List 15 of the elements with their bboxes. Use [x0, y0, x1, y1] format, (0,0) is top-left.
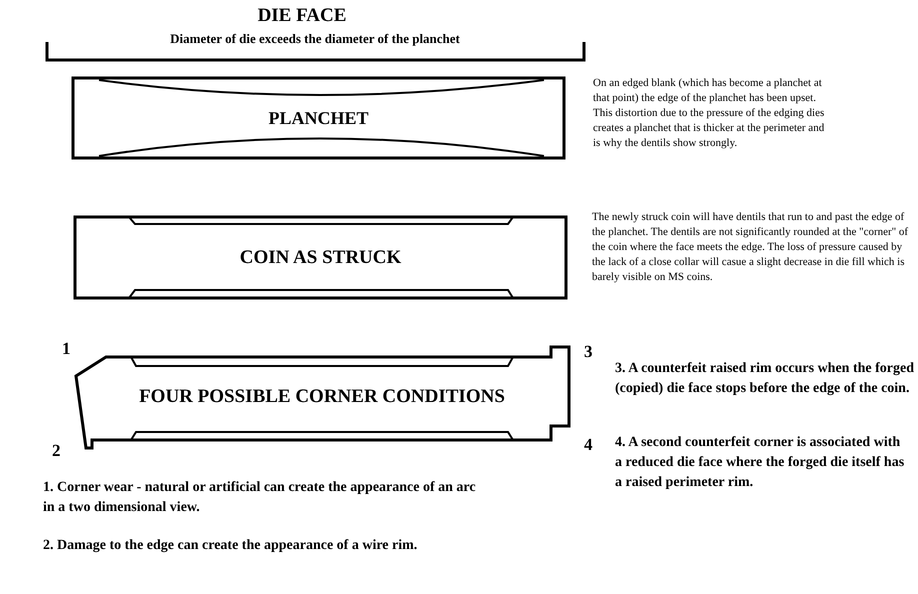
node-label: PLANCHET — [268, 108, 368, 128]
callout-number: 4 — [584, 435, 594, 455]
node-label: FOUR POSSIBLE CORNER CONDITIONS — [139, 386, 505, 408]
callout-number: 2 — [52, 441, 62, 461]
dimension-caption: Diameter of die exceeds the diameter of the planchet — [169, 31, 461, 47]
title: DIE FACE — [256, 5, 348, 27]
note-paragraph: 3. A counterfeit raised rim occurs when the forged (copied) die face stops before the edge of the coin. — [615, 360, 915, 398]
note-paragraph: 4. A second counterfeit corner is associated with a reduced die face where the forged die itself has a raised perimeter rim. — [615, 434, 905, 492]
callout-number: 3 — [584, 342, 594, 362]
note-paragraph: On an edged blank (which has become a planchet at that point) the edge of the planchet has been upset. This distortion due to the pressure of the edging dies creates a planchet that is thicker at the perimeter and is why the dentils show strongly. — [593, 76, 825, 151]
note-paragraph: 1. Corner wear - natural or artificial can create the appearance of an arc in a two dimensional view. — [43, 479, 477, 517]
node-label: COIN AS STRUCK — [240, 246, 402, 268]
note-paragraph: The newly struck coin will have dentils that run to and past the edge of the planchet. The dentils are not significantly rounded at the "corner" of the coin where the face meets the edge. The loss of pressure caused by the lack of a close collar will casue a slight decrease in die fill which is barely visible on MS coins. — [592, 210, 910, 285]
note-paragraph: 2. Damage to the edge can create the appearance of a wire rim. — [43, 537, 418, 555]
callout-number: 1 — [62, 339, 72, 359]
